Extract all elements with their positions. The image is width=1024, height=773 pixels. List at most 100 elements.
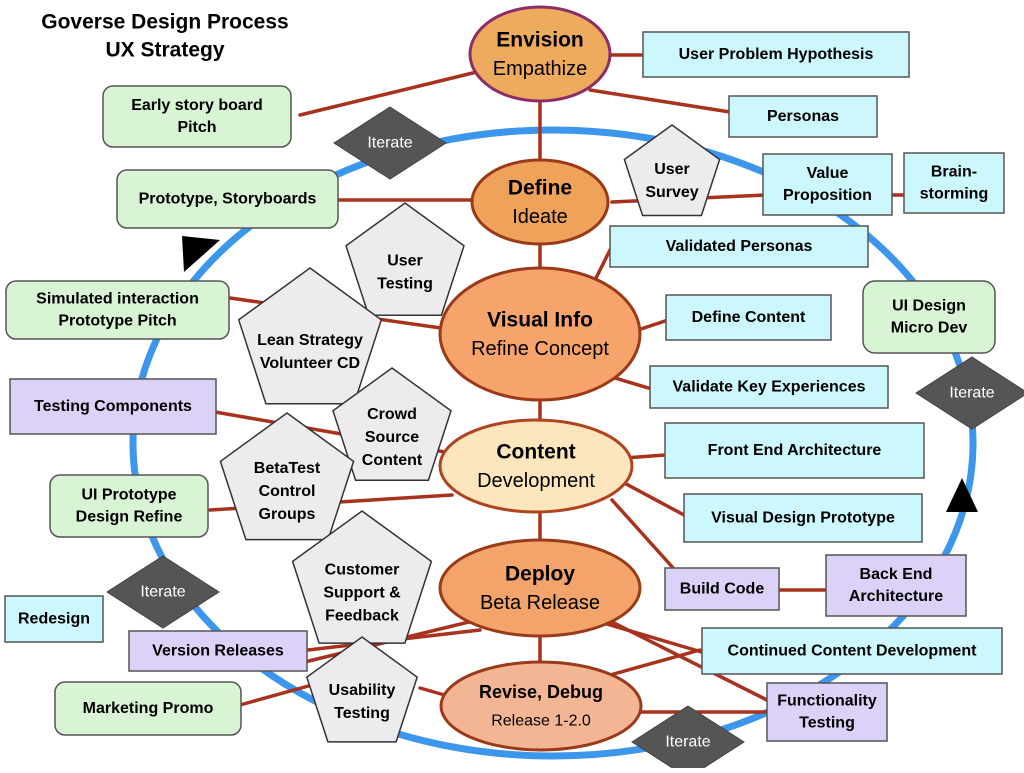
connector-line-24 — [598, 620, 707, 655]
box-continued-content-development[interactable]: Continued Content Development — [701, 627, 1003, 675]
box-validated-personas[interactable]: Validated Personas — [609, 225, 869, 268]
stage-content-shape — [438, 418, 634, 514]
box-marketing-promo[interactable]: Marketing Promo — [54, 681, 242, 736]
box-early-story-board-pitch-line-2: Pitch — [177, 119, 216, 136]
box-version-releases-shape — [128, 630, 308, 672]
box-prototype-storyboards[interactable]: Prototype, Storyboards — [116, 169, 339, 229]
box-visual-design-prototype-shape — [683, 493, 923, 543]
box-define-content-line-1: Define Content — [692, 309, 806, 326]
iterate-diamond-4[interactable]: Iterate — [631, 705, 745, 773]
box-front-end-architecture[interactable]: Front End Architecture — [664, 422, 925, 479]
box-build-code-shape — [664, 567, 780, 611]
box-simulated-interaction-prototype-pitch-line-2: Prototype Pitch — [58, 313, 176, 330]
box-validate-key-experiences-line-1: Validate Key Experiences — [673, 379, 866, 396]
box-value-proposition-line-1: Value — [807, 165, 849, 182]
box-testing-components[interactable]: Testing Components — [9, 378, 217, 435]
box-visual-design-prototype-line-1: Visual Design Prototype — [711, 510, 895, 527]
box-version-releases[interactable]: Version Releases — [128, 630, 308, 672]
box-visual-design-prototype[interactable]: Visual Design Prototype — [683, 493, 923, 543]
connector-line-8 — [298, 68, 487, 117]
pentagon-crowd-source-content-line-2: Source — [365, 429, 419, 446]
pentagon-usability-testing-line-1: Usability — [329, 682, 396, 699]
box-redesign[interactable]: Redesign — [4, 595, 104, 643]
stage-deploy-subtitle: Beta Release — [480, 592, 600, 614]
box-ui-design-micro-dev-shape — [862, 280, 996, 354]
cycle-ring — [129, 126, 977, 760]
box-user-problem-hypothesis[interactable]: User Problem Hypothesis — [642, 31, 910, 78]
iterate-diamond-1[interactable]: Iterate — [333, 106, 447, 180]
stage-visual-info-shape — [438, 266, 642, 402]
box-back-end-architecture-line-2: Architecture — [849, 588, 943, 605]
box-brain-storming-line-2: storming — [920, 186, 988, 203]
box-early-story-board-pitch-line-1: Early story board — [131, 97, 263, 114]
pentagon-user-testing-line-1: User — [387, 252, 423, 269]
box-ui-prototype-design-refine-shape — [49, 474, 209, 538]
iterate-diamond-3[interactable]: Iterate — [106, 555, 220, 629]
box-value-proposition-shape — [762, 153, 893, 216]
box-marketing-promo-shape — [54, 681, 242, 736]
box-build-code[interactable]: Build Code — [664, 567, 780, 611]
box-ui-design-micro-dev-line-2: Micro Dev — [891, 320, 968, 337]
box-marketing-promo-line-1: Marketing Promo — [83, 700, 214, 717]
iterate-diamond-2-shape — [915, 356, 1024, 430]
box-functionality-testing-line-1: Functionality — [777, 693, 877, 710]
box-validate-key-experiences[interactable]: Validate Key Experiences — [649, 365, 889, 409]
box-prototype-storyboards-line-1: Prototype, Storyboards — [139, 191, 317, 208]
box-brain-storming-shape — [903, 152, 1005, 214]
stage-content-title: Content — [496, 441, 575, 464]
box-brain-storming[interactable]: Brain-storming — [903, 152, 1005, 214]
iterate-diamond-1-shape — [333, 106, 447, 180]
box-simulated-interaction-prototype-pitch-shape — [5, 280, 230, 340]
pentagon-lean-strategy-volunteer-cd-line-2: Volunteer CD — [260, 355, 360, 372]
pentagon-customer-support-feedback-line-3: Feedback — [325, 607, 399, 624]
box-define-content[interactable]: Define Content — [665, 294, 832, 341]
pentagon-customer-support-feedback-line-1: Customer — [325, 561, 400, 578]
box-version-releases-line-1: Version Releases — [152, 643, 284, 660]
iterate-diamond-4-shape — [631, 705, 745, 773]
stage-revise-debug-shape — [439, 660, 643, 752]
box-back-end-architecture-line-1: Back End — [860, 566, 933, 583]
pentagon-betatest-control-groups-line-3: Groups — [259, 506, 316, 523]
box-continued-content-development-line-1: Continued Content Development — [728, 643, 978, 660]
stage-visual-info-title: Visual Info — [487, 309, 593, 332]
box-testing-components-line-1: Testing Components — [34, 398, 192, 415]
pentagon-user-survey-line-2: Survey — [645, 184, 698, 201]
pentagon-betatest-control-groups-shape — [219, 412, 355, 541]
stage-visual-info-subtitle: Refine Concept — [471, 338, 609, 360]
box-define-content-shape — [665, 294, 832, 341]
ring-arrow-left-icon — [182, 236, 220, 272]
connector-line-28 — [608, 648, 702, 677]
stage-deploy-shape — [438, 538, 642, 638]
pentagon-lean-strategy-volunteer-cd-shape — [237, 267, 383, 405]
pentagon-crowd-source-content-shape — [332, 367, 452, 481]
iterate-diamond-3-shape — [106, 555, 220, 629]
box-simulated-interaction-prototype-pitch-line-1: Simulated interaction — [36, 291, 199, 308]
iterate-diamond-2[interactable]: Iterate — [915, 356, 1024, 430]
title-line-2: UX Strategy — [105, 39, 224, 62]
box-personas[interactable]: Personas — [728, 95, 878, 138]
box-validated-personas-line-1: Validated Personas — [666, 238, 813, 255]
